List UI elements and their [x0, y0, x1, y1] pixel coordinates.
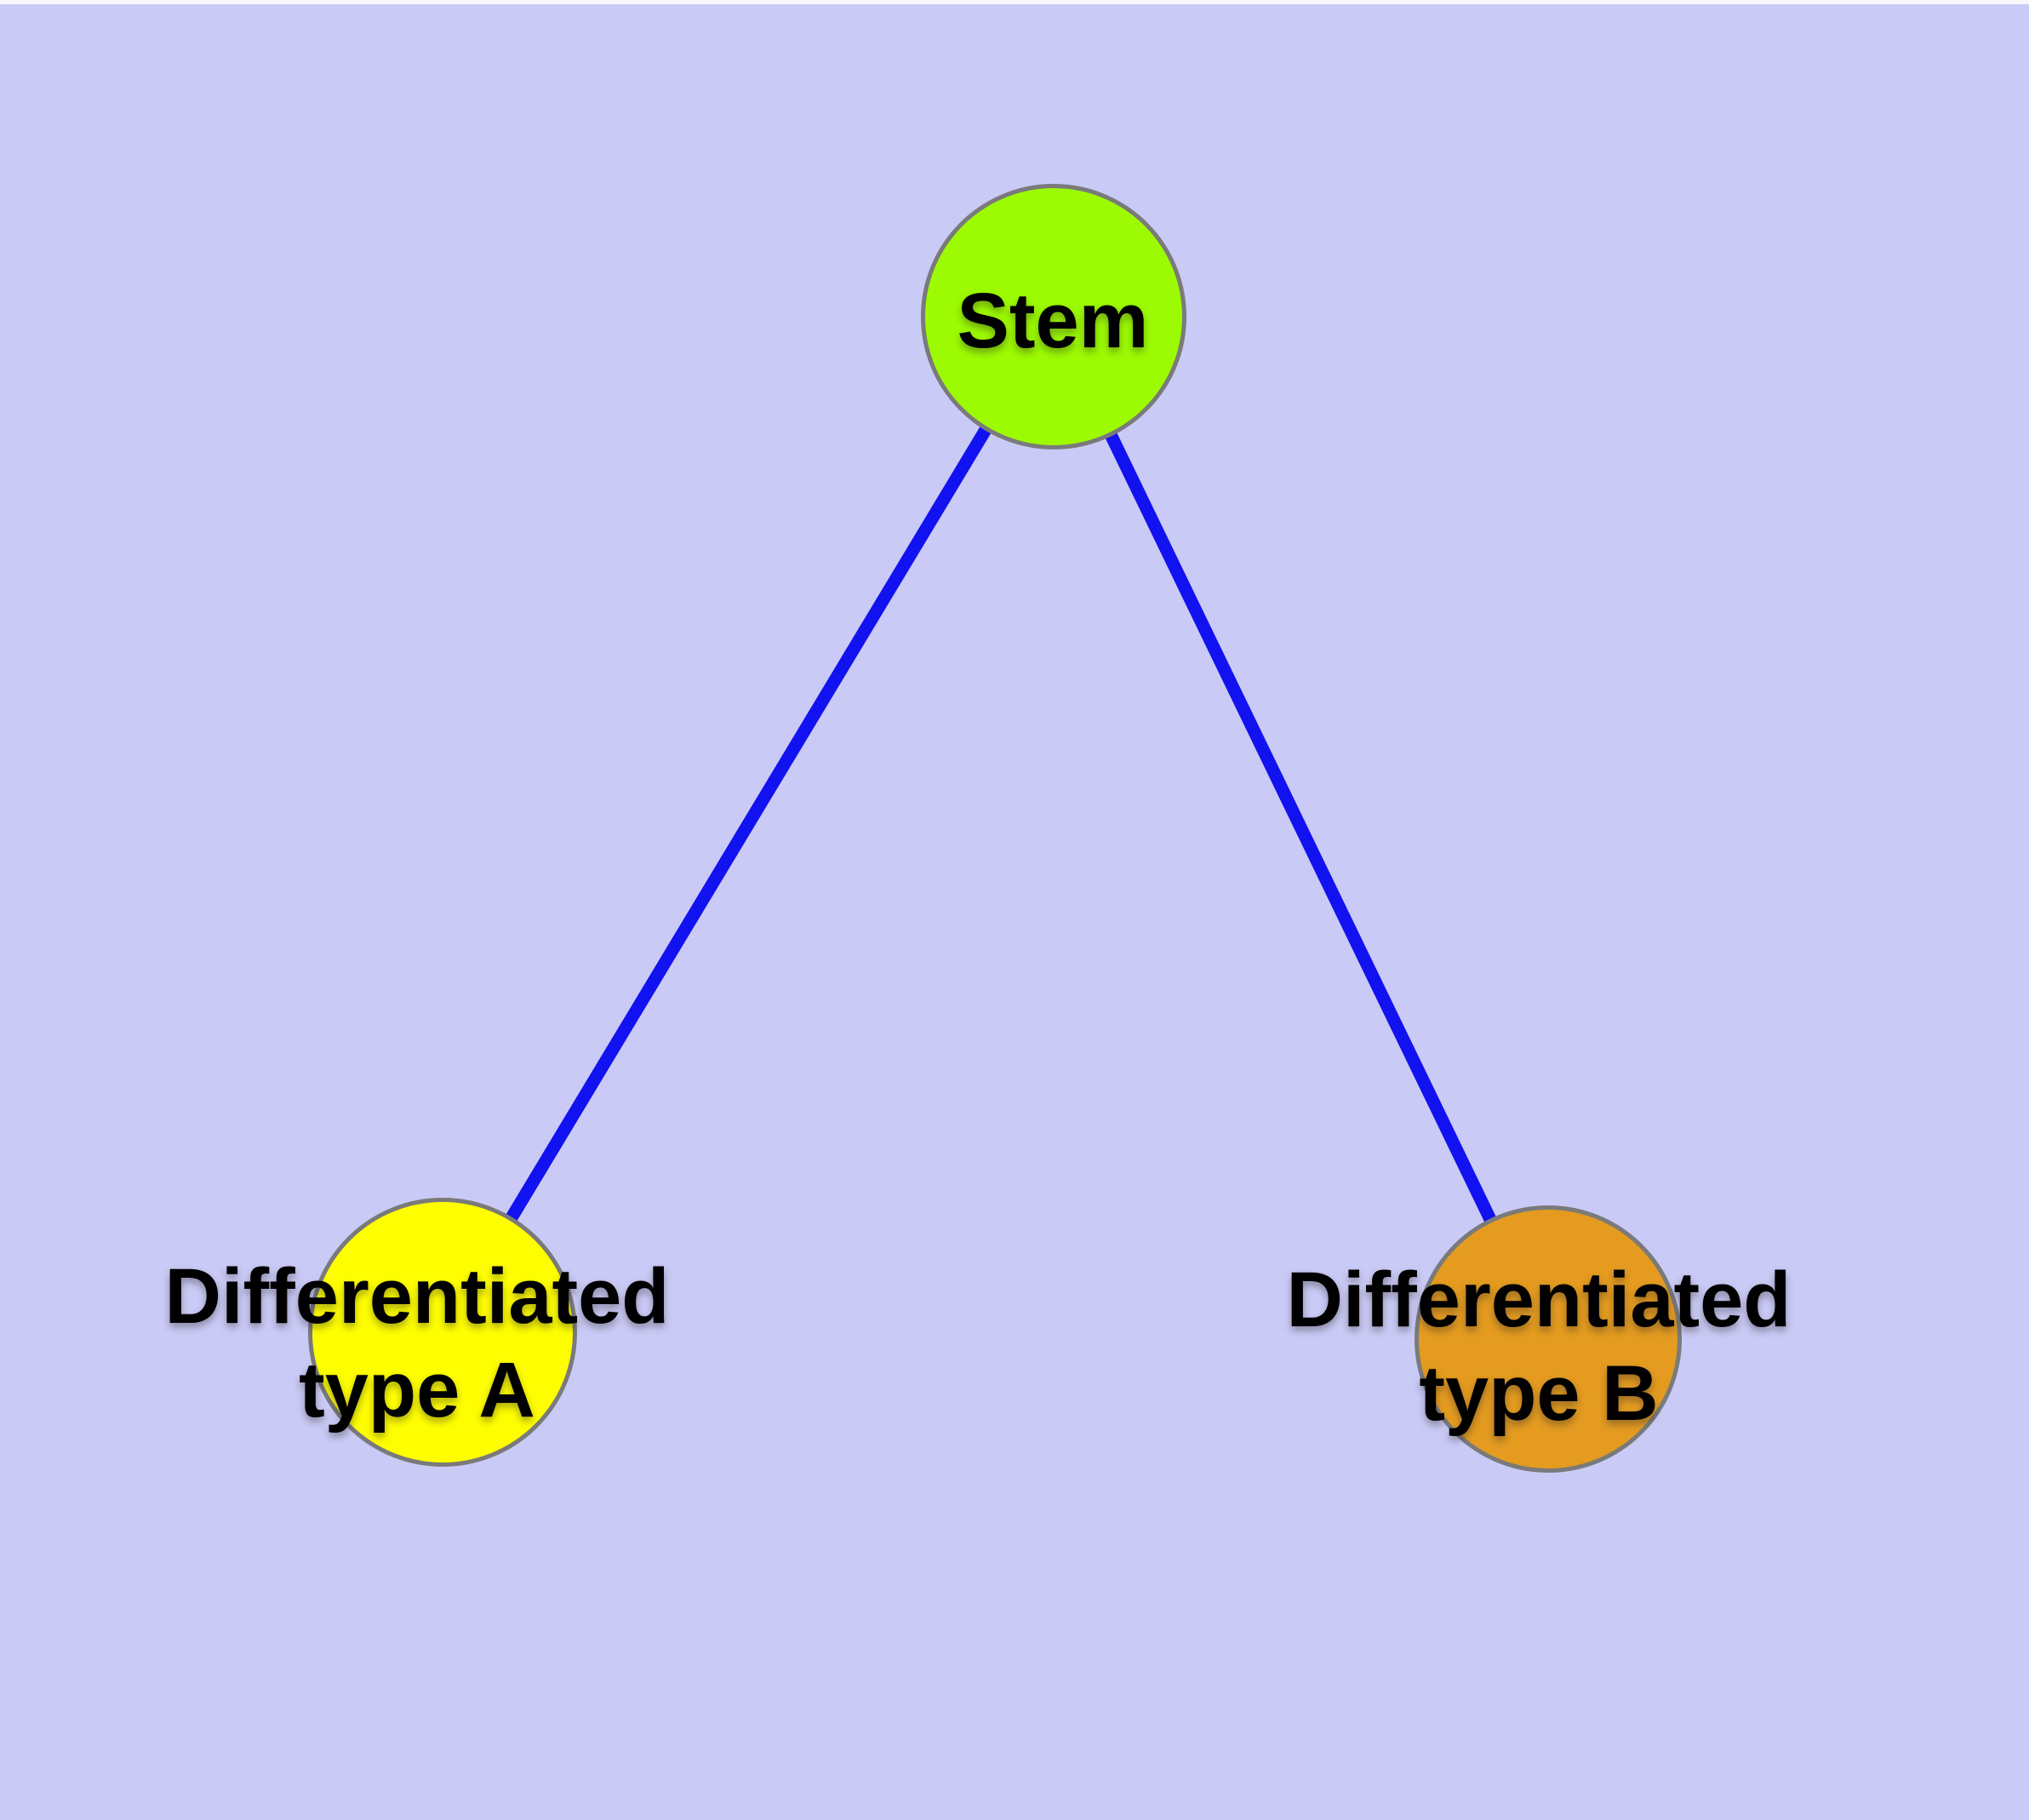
edge-stem-to-differentiated-type-b	[1048, 313, 1554, 1342]
node-label-stem: Stem	[957, 274, 1149, 368]
node-label-line: type A	[299, 1347, 535, 1434]
edge-stem-to-differentiated-type-a	[437, 313, 1060, 1336]
canvas-top-margin	[0, 0, 2029, 4]
node-label-line: Stem	[957, 278, 1149, 364]
node-stem	[921, 184, 1186, 449]
node-label-line: type B	[1419, 1350, 1659, 1437]
node-differentiated-type-b	[1415, 1205, 1682, 1473]
node-differentiated-type-a	[308, 1198, 577, 1467]
node-label-line: Differentiated	[1286, 1256, 1792, 1343]
node-label-line: Differentiated	[164, 1253, 670, 1340]
